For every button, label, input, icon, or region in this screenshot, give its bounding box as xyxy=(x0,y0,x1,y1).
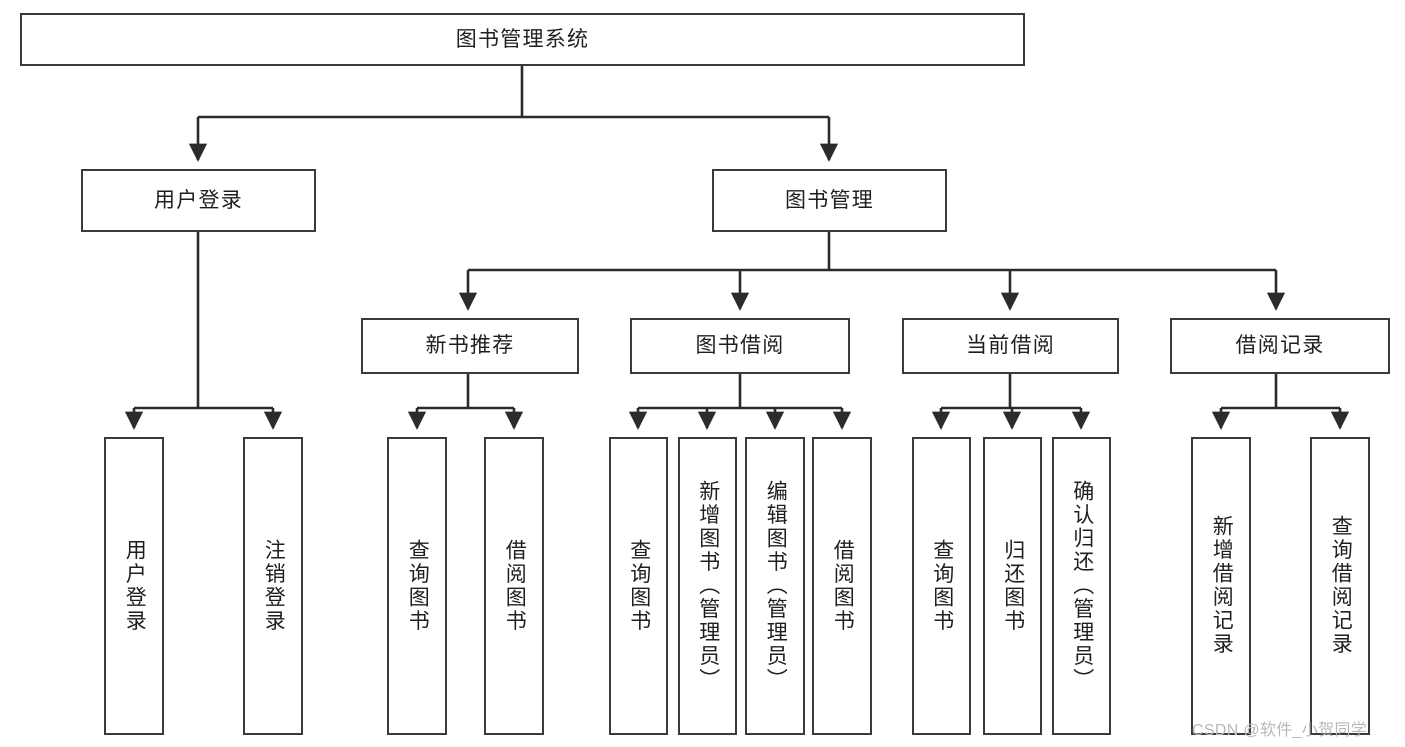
node-user-login[interactable]: 用户登录 xyxy=(81,169,316,232)
node-new-book-recommend-label: 新书推荐 xyxy=(425,334,515,358)
leaf-return-book-label: 归还图书 xyxy=(1001,538,1025,634)
node-user-login-label: 用户登录 xyxy=(153,188,244,212)
node-current-borrow[interactable]: 当前借阅 xyxy=(902,318,1119,374)
leaf-logout[interactable]: 注销登录 xyxy=(243,437,303,735)
leaf-add-book-admin[interactable]: 新增图书（管理员） xyxy=(678,437,737,735)
leaf-query-book-recommend-label: 查询图书 xyxy=(406,538,430,634)
leaf-borrow-book[interactable]: 借阅图书 xyxy=(812,437,872,735)
leaf-query-book-recommend[interactable]: 查询图书 xyxy=(387,437,447,735)
node-borrow-record[interactable]: 借阅记录 xyxy=(1170,318,1390,374)
node-root-label: 图书管理系统 xyxy=(455,27,590,51)
leaf-add-book-admin-label: 新增图书（管理员） xyxy=(696,480,720,692)
leaf-query-book-borrow-label: 查询图书 xyxy=(627,538,651,634)
leaf-user-login[interactable]: 用户登录 xyxy=(104,437,164,735)
leaf-query-book-current[interactable]: 查询图书 xyxy=(912,437,971,735)
node-book-management-label: 图书管理 xyxy=(784,188,875,212)
leaf-edit-book-admin-label: 编辑图书（管理员） xyxy=(764,480,788,692)
node-borrow-record-label: 借阅记录 xyxy=(1235,334,1325,358)
node-book-borrow-label: 图书借阅 xyxy=(695,334,785,358)
leaf-borrow-book-recommend-label: 借阅图书 xyxy=(503,538,527,634)
leaf-confirm-return-admin[interactable]: 确认归还（管理员） xyxy=(1052,437,1111,735)
leaf-query-book-borrow[interactable]: 查询图书 xyxy=(609,437,668,735)
leaf-logout-label: 注销登录 xyxy=(262,538,286,634)
leaf-query-borrow-record-label: 查询借阅记录 xyxy=(1329,515,1353,657)
node-root[interactable]: 图书管理系统 xyxy=(20,13,1025,66)
node-book-borrow[interactable]: 图书借阅 xyxy=(630,318,850,374)
leaf-user-login-label: 用户登录 xyxy=(123,538,147,634)
leaf-return-book[interactable]: 归还图书 xyxy=(983,437,1042,735)
node-new-book-recommend[interactable]: 新书推荐 xyxy=(361,318,579,374)
leaf-borrow-book-label: 借阅图书 xyxy=(831,538,855,634)
leaf-query-borrow-record[interactable]: 查询借阅记录 xyxy=(1310,437,1370,735)
node-book-management[interactable]: 图书管理 xyxy=(712,169,947,232)
leaf-add-borrow-record[interactable]: 新增借阅记录 xyxy=(1191,437,1251,735)
leaf-edit-book-admin[interactable]: 编辑图书（管理员） xyxy=(745,437,805,735)
node-current-borrow-label: 当前借阅 xyxy=(965,334,1056,358)
leaf-confirm-return-admin-label: 确认归还（管理员） xyxy=(1070,480,1094,692)
leaf-query-book-current-label: 查询图书 xyxy=(930,538,954,634)
leaf-borrow-book-recommend[interactable]: 借阅图书 xyxy=(484,437,544,735)
leaf-add-borrow-record-label: 新增借阅记录 xyxy=(1210,515,1234,657)
